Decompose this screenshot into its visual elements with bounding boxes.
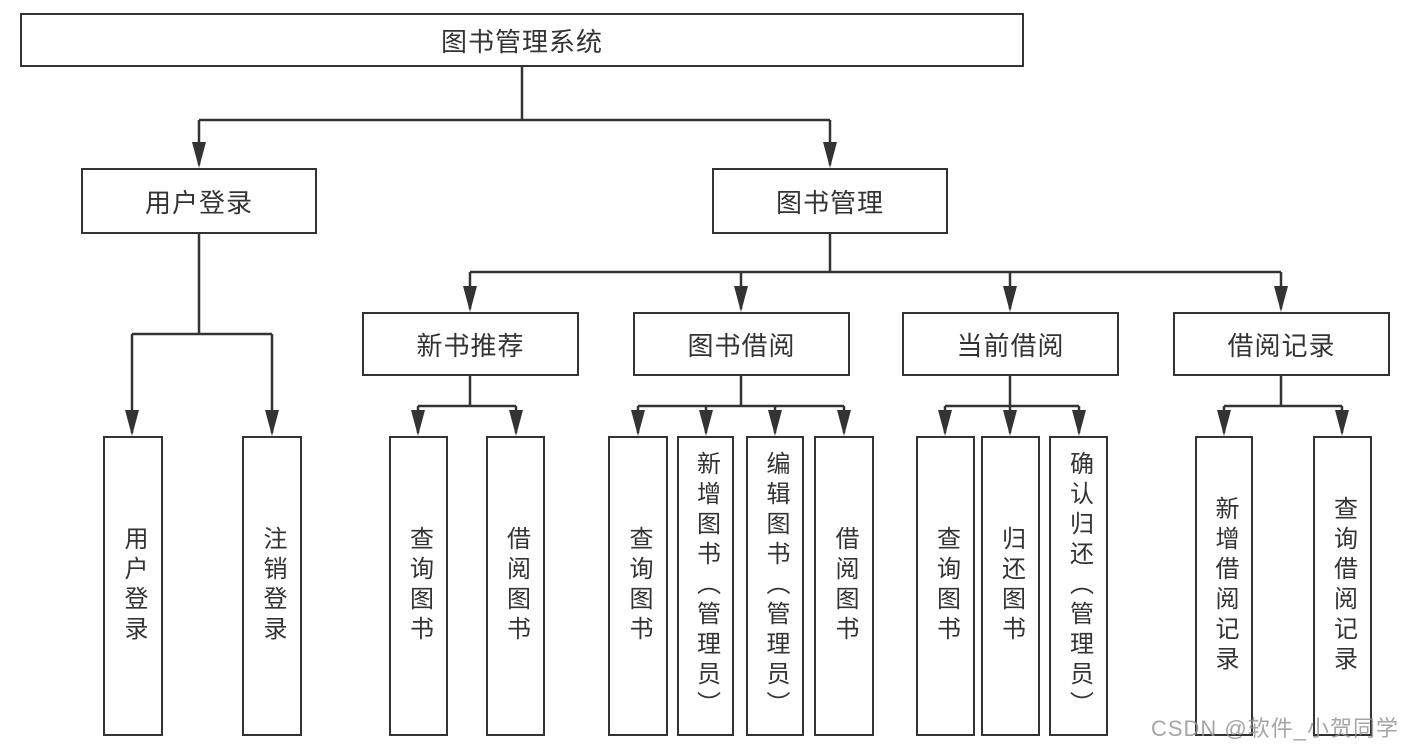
leaf-add-book-admin: 新增图书（管理员） (677, 436, 734, 736)
leaf-query-books-current: 查询图书 (916, 436, 975, 736)
leaf-add-borrow-record: 新增借阅记录 (1195, 436, 1253, 736)
leaf-user-login: 用户登录 (103, 436, 163, 736)
leaf-logout: 注销登录 (242, 436, 302, 736)
leaf-confirm-return-admin: 确认归还（管理员） (1049, 436, 1108, 736)
node-current-borrow: 当前借阅 (902, 312, 1119, 376)
node-book-borrow: 图书借阅 (633, 312, 850, 376)
node-book-management: 图书管理 (712, 168, 948, 234)
leaf-edit-book-admin: 编辑图书（管理员） (746, 436, 804, 736)
node-new-book-recommend: 新书推荐 (362, 312, 579, 376)
leaf-borrow-books-recommend: 借阅图书 (486, 436, 545, 736)
leaf-return-book: 归还图书 (981, 436, 1040, 736)
node-user-login: 用户登录 (81, 168, 317, 234)
leaf-borrow-books: 借阅图书 (814, 436, 874, 736)
node-borrow-records: 借阅记录 (1173, 312, 1390, 376)
leaf-query-books-recommend: 查询图书 (389, 436, 448, 736)
leaf-query-borrow-record: 查询借阅记录 (1313, 436, 1372, 736)
csdn-watermark: CSDN @软件_小贺同学 (1150, 716, 1399, 741)
leaf-query-books-borrow: 查询图书 (608, 436, 668, 736)
node-root-system: 图书管理系统 (20, 13, 1024, 67)
